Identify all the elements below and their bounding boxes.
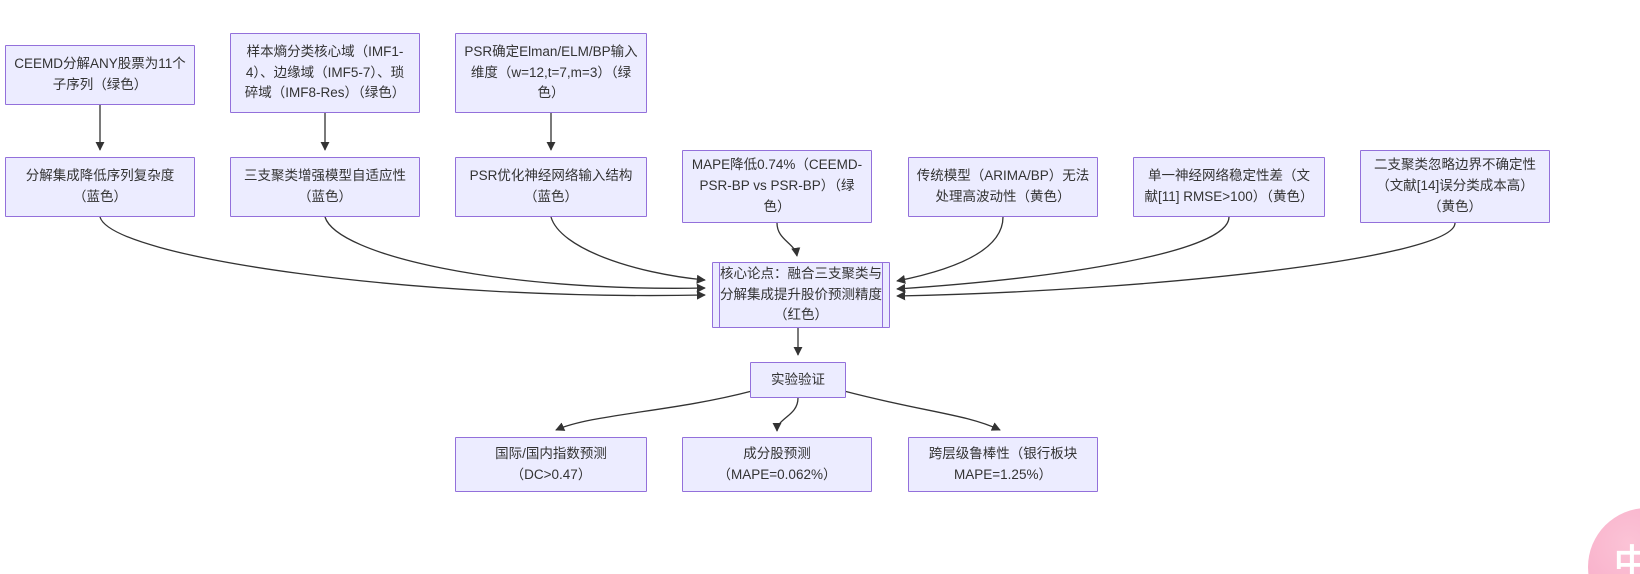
edge-experiment-component — [772, 397, 799, 432]
edge-psropt-core — [550, 216, 706, 284]
edge-twoway-core — [896, 222, 1456, 301]
edge-experiment-robustness — [843, 390, 1001, 431]
edge-experiment-indexpred — [555, 390, 753, 431]
node-sample-entropy: 样本熵分类核心域（IMF1- 4）、边缘域（IMF5-7）、琐 碎域（IMF8-… — [230, 33, 420, 113]
core-thesis-label: 核心论点：融合三支聚类与 分解集成提升股价预测精度 （红色） — [720, 265, 882, 323]
node-psr-optimize: PSR优化神经网络输入结构 （蓝色） — [455, 157, 647, 217]
node-index-prediction: 国际/国内指数预测 （DC>0.47） — [455, 437, 647, 492]
edge-decomp-core — [99, 216, 706, 300]
translate-icon: 中A — [1614, 542, 1640, 574]
node-ceemd-decompose: CEEMD分解ANY股票为11个 子序列（绿色） — [5, 45, 195, 105]
node-component-stock-prediction: 成分股预测 （MAPE=0.062%） — [682, 437, 872, 492]
edge-traditional-core — [896, 216, 1004, 284]
subroutine-right-line — [882, 263, 883, 327]
node-three-way-clustering: 三支聚类增强模型自适应性 （蓝色） — [230, 157, 420, 217]
node-traditional-model: 传统模型（ARIMA/BP）无法 处理高波动性（黄色） — [908, 157, 1098, 217]
node-single-nn-instability: 单一神经网络稳定性差（文 献[11] RMSE>100）（黄色） — [1133, 157, 1325, 217]
node-core-thesis: 核心论点：融合三支聚类与 分解集成提升股价预测精度 （红色） — [712, 262, 890, 328]
node-decomposition-ensemble: 分解集成降低序列复杂度 （蓝色） — [5, 157, 195, 217]
node-cross-level-robustness: 跨层级鲁棒性（银行板块 MAPE=1.25%） — [908, 437, 1098, 492]
translate-widget-button[interactable]: 中A — [1588, 508, 1640, 574]
node-mape-reduction: MAPE降低0.74%（CEEMD- PSR-BP vs PSR-BP）（绿 色… — [682, 150, 872, 223]
edge-singlenn-core — [896, 216, 1230, 293]
node-two-way-clustering: 二支聚类忽略边界不确定性 （文献[14]误分类成本高） （黄色） — [1360, 150, 1550, 223]
edge-mape-core — [776, 222, 801, 257]
node-psr-input-dimension: PSR确定Elman/ELM/BP输入 维度（w=12,t=7,m=3）（绿 色… — [455, 33, 647, 113]
subroutine-left-line — [719, 263, 720, 327]
edge-threeway-core — [324, 216, 706, 293]
node-experiment-validation: 实验验证 — [750, 362, 846, 398]
